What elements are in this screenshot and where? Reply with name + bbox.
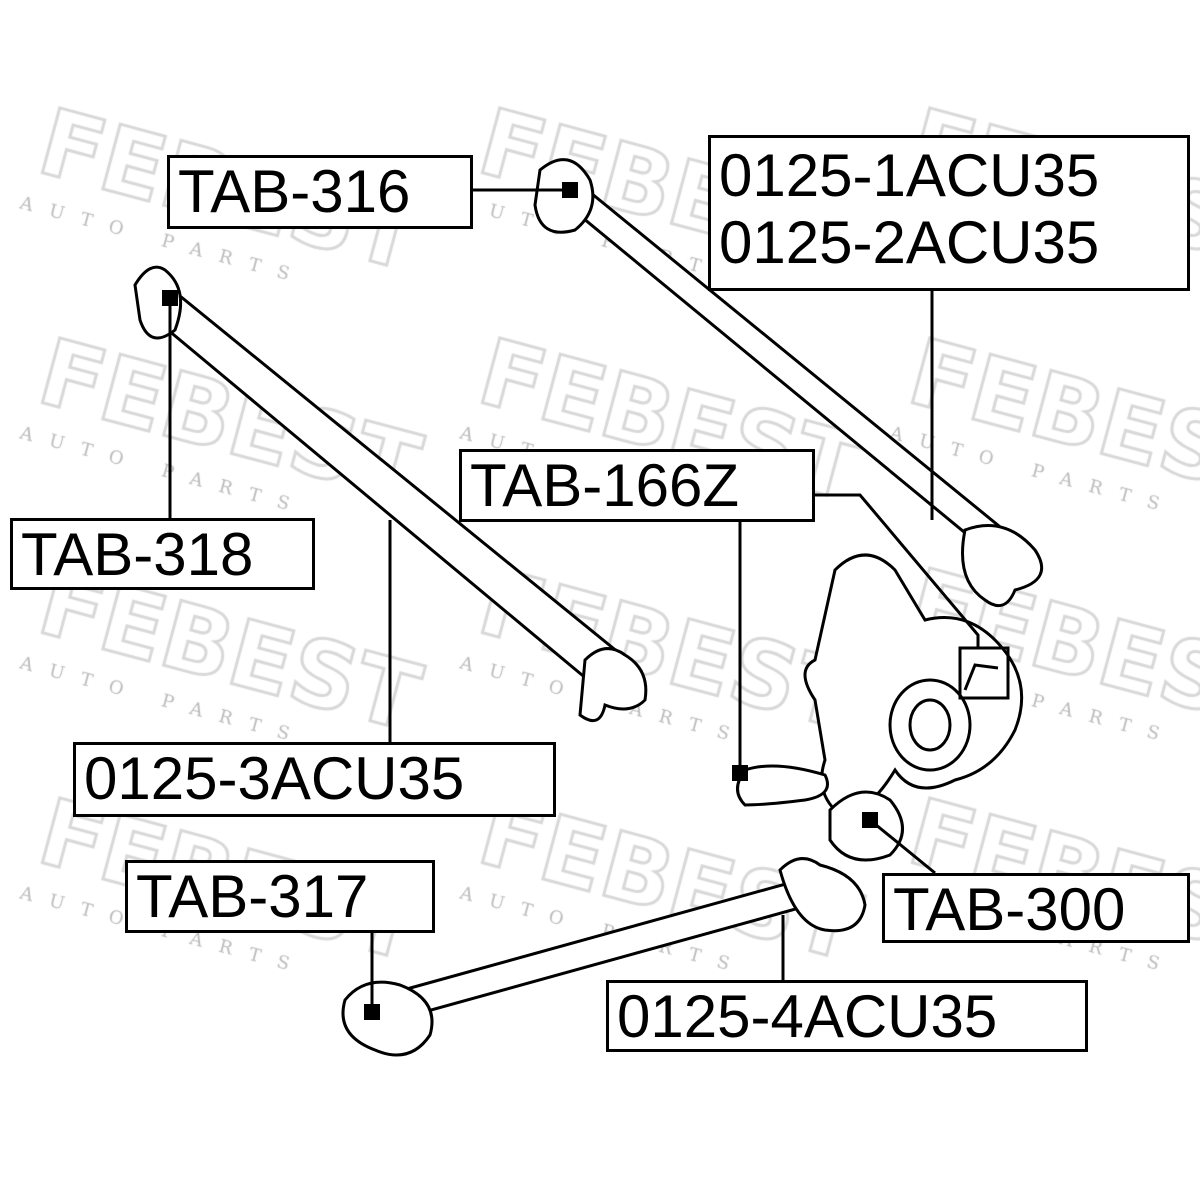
trailing-arm-rod xyxy=(341,857,867,1057)
leader-lines xyxy=(162,182,1010,1020)
label-tab-166z: TAB-166Z xyxy=(459,449,815,522)
rear-knuckle xyxy=(736,553,1024,862)
label-tab-317: TAB-317 xyxy=(125,860,435,933)
label-tab-300: TAB-300 xyxy=(882,873,1190,943)
label-0125-3acu35: 0125-3ACU35 xyxy=(73,742,556,817)
label-tab-318: TAB-318 xyxy=(10,518,315,590)
label-tab-316: TAB-316 xyxy=(167,155,473,229)
label-0125-4acu35: 0125-4ACU35 xyxy=(606,980,1088,1052)
